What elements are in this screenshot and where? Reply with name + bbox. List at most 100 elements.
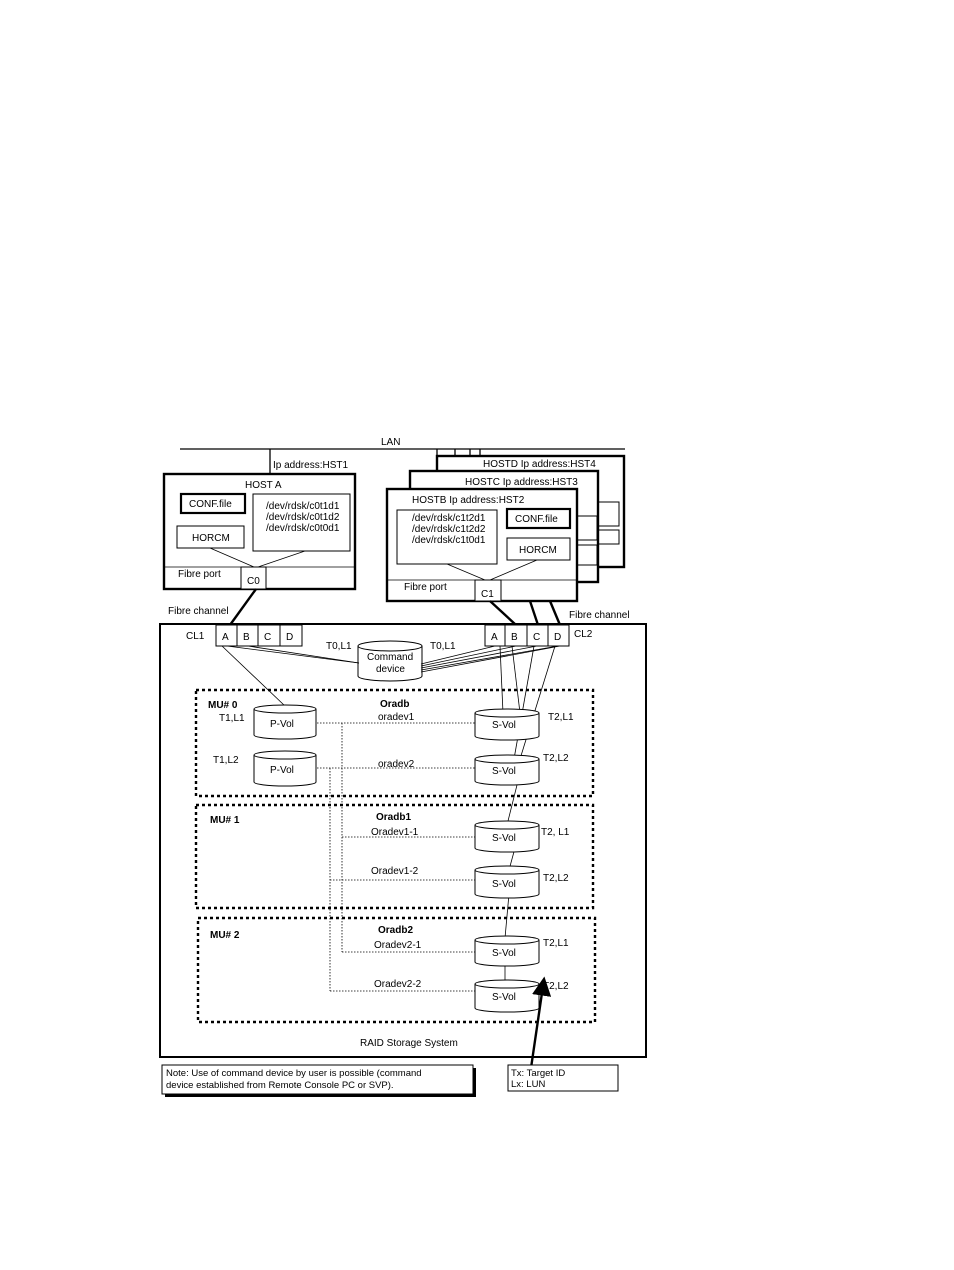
- host-a-port-c0: [240, 566, 267, 590]
- host-b-device-list: [396, 509, 498, 565]
- command-device: Command device: [357, 640, 423, 682]
- command-device-left-id: T0,L1: [326, 641, 352, 652]
- svol-mu0-1: S-Vol: [474, 708, 540, 741]
- raid-storage-label: RAID Storage System: [360, 1038, 458, 1049]
- mu1-dev2: Oradev1-2: [371, 866, 419, 877]
- raid-storage-box: [159, 623, 647, 1058]
- fibre-cable-host-d: [548, 600, 562, 626]
- lan-label: LAN: [381, 437, 400, 448]
- host-a: Ip address:HST1 HOST A CONF.file HORCM /…: [162, 449, 357, 591]
- svol-mu0-2: S-Vol: [474, 754, 540, 786]
- fibre-cable-host-b: [489, 600, 517, 626]
- mu2-group: [196, 916, 597, 1024]
- command-device-label: device: [376, 664, 405, 675]
- mu0-dev1: oradev1: [378, 712, 415, 723]
- host-a-device: /dev/rdsk/c0t1d1: [266, 501, 340, 512]
- mu0-dev2: oradev2: [378, 759, 415, 770]
- host-a-conf-file-label: CONF.file: [189, 499, 232, 510]
- lan: LAN: [180, 437, 625, 450]
- host-a-device: /dev/rdsk/c0t1d2: [266, 512, 340, 523]
- svol-label: S-Vol: [492, 833, 516, 844]
- pvol-label: P-Vol: [270, 765, 294, 776]
- pvol-label: P-Vol: [270, 719, 294, 730]
- cl2-port-label: A: [491, 632, 498, 643]
- pvol-2-id: T1,L2: [213, 755, 239, 766]
- svol-label: S-Vol: [492, 879, 516, 890]
- host-b-port-c1: [474, 579, 502, 602]
- svol-label: S-Vol: [492, 720, 516, 731]
- svol-mu1-1: S-Vol: [474, 820, 540, 853]
- cl1-port-label: B: [243, 632, 250, 643]
- svol-mu0-2-id: T2,L2: [543, 753, 569, 764]
- svol-mu2-2: S-Vol: [474, 979, 540, 1013]
- pair-lines: [317, 722, 475, 992]
- host-a-port-label: C0: [247, 576, 260, 587]
- cl1-port-label: D: [286, 632, 293, 643]
- host-b-horcm: [506, 537, 571, 561]
- svol-mu2-1: S-Vol: [474, 935, 540, 967]
- mu0-group: [194, 688, 595, 798]
- pvol-2: P-Vol: [253, 750, 317, 787]
- host-b-device: /dev/rdsk/c1t0d1: [412, 535, 486, 546]
- note-line: Note: Use of command device by user is p…: [166, 1068, 422, 1079]
- host-a-device: /dev/rdsk/c0t0d1: [266, 523, 340, 534]
- mu1-group-name: Oradb1: [376, 812, 411, 823]
- host-b-title: HOSTB Ip address:HST2: [412, 495, 525, 506]
- svol-label: S-Vol: [492, 992, 516, 1003]
- legend-target: Tx: Target ID: [511, 1068, 565, 1079]
- cl2-port-label: D: [554, 632, 561, 643]
- mu1-label: MU# 1: [210, 815, 240, 826]
- cl1-pvol-link: [221, 645, 286, 707]
- host-b: HOSTB Ip address:HST2 /dev/rdsk/c1t2d1 /…: [385, 487, 579, 603]
- cl2-port-label: B: [511, 632, 518, 643]
- cl1-port-label: A: [222, 632, 229, 643]
- command-device-right-id: T0,L1: [430, 641, 456, 652]
- fibre-channel-cables: Fibre channel Fibre channel: [168, 588, 630, 626]
- mu1-dev1: Oradev1-1: [371, 827, 419, 838]
- cl1-port-label: C: [264, 632, 271, 643]
- raid-storage-system: RAID Storage System CL1 A B C D A B C D …: [159, 623, 647, 1058]
- host-a-horcm-label: HORCM: [192, 533, 230, 544]
- cl1-label: CL1: [186, 631, 205, 642]
- fibre-cable-host-a: [229, 588, 257, 626]
- svol-label: S-Vol: [492, 948, 516, 959]
- legend-lun: Lx: LUN: [511, 1079, 545, 1090]
- note-box: Note: Use of command device by user is p…: [161, 1064, 476, 1097]
- mu2-dev2: Oradev2-2: [374, 979, 422, 990]
- fibre-channel-left-label: Fibre channel: [168, 606, 229, 617]
- cl2-label: CL2: [574, 629, 593, 640]
- mu0-label: MU# 0: [208, 700, 238, 711]
- host-a-fibre-port-label: Fibre port: [178, 569, 221, 580]
- command-device-links: [226, 645, 561, 673]
- svol-mu1-2-id: T2,L2: [543, 873, 569, 884]
- host-a-ip: Ip address:HST1: [273, 460, 348, 471]
- svol-mu0-1-id: T2,L1: [548, 712, 574, 723]
- host-b-horcm-label: HORCM: [519, 545, 557, 556]
- command-device-label: Command: [367, 652, 413, 663]
- pvol-1: P-Vol: [253, 704, 317, 740]
- mu2-group-name: Oradb2: [378, 925, 413, 936]
- host-a-device-list: [252, 493, 351, 552]
- svol-mu1-1-id: T2, L1: [541, 827, 570, 838]
- host-b-conf-file: [505, 507, 572, 530]
- mu2-dev1: Oradev2-1: [374, 940, 422, 951]
- host-d-title: HOSTD Ip address:HST4: [483, 459, 596, 470]
- host-b-device: /dev/rdsk/c1t2d2: [412, 524, 486, 535]
- host-b-fibre-port-label: Fibre port: [404, 582, 447, 593]
- mu2-label: MU# 2: [210, 930, 240, 941]
- cl1-port-d: [279, 624, 303, 647]
- host-b-port-label: C1: [481, 589, 494, 600]
- fibre-channel-right-label: Fibre channel: [569, 610, 630, 621]
- host-a-title: HOST A: [245, 480, 282, 491]
- legend-arrow: [529, 976, 552, 1069]
- legend-box: Tx: Target ID Lx: LUN: [507, 1064, 619, 1092]
- svol-mu2-1-id: T2,L1: [543, 938, 569, 949]
- host-b-device: /dev/rdsk/c1t2d1: [412, 513, 486, 524]
- svol-mu2-2-id: T2,L2: [543, 981, 569, 992]
- host-a-conf-file: [179, 492, 247, 515]
- pvol-1-id: T1,L1: [219, 713, 245, 724]
- mu1-group: [194, 803, 595, 910]
- svol-label: S-Vol: [492, 766, 516, 777]
- note-line: device established from Remote Console P…: [166, 1080, 394, 1091]
